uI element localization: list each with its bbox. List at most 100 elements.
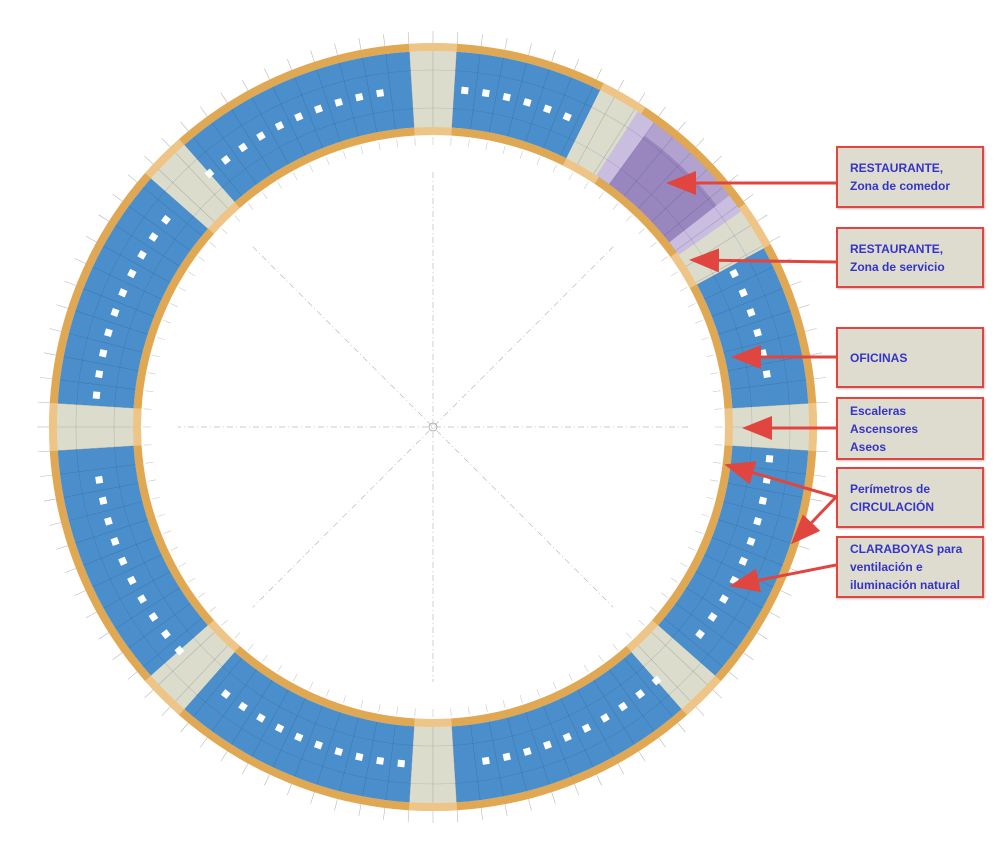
grid-tick [598, 192, 604, 200]
module-line [128, 603, 191, 649]
module-line [175, 645, 228, 702]
label-restaurante-servicio: RESTAURANTE, Zona de servicio [836, 227, 984, 288]
module-line [651, 632, 708, 685]
skylight [314, 104, 323, 114]
grid-tick [813, 474, 826, 477]
module-line [63, 356, 139, 372]
label-line: CLARABOYAS para [850, 542, 963, 556]
skylight [543, 104, 552, 114]
grid-tick [343, 151, 347, 159]
axis-line [252, 246, 614, 608]
grid-tick [816, 401, 829, 404]
module-line [272, 86, 306, 156]
grid-tick [396, 139, 398, 148]
grid-tick [456, 31, 459, 44]
grid-tick [220, 92, 228, 103]
module-line [638, 645, 691, 702]
grid-tick [769, 611, 781, 619]
grid-tick [144, 689, 154, 699]
skylight [174, 645, 185, 656]
module-line [211, 122, 257, 185]
grid-tick [712, 155, 722, 165]
skylight [98, 496, 108, 505]
grid-tick [127, 671, 138, 680]
label-oficinas: OFICINAS [836, 327, 984, 388]
label-nucleos: Escaleras Ascensores Aseos [836, 397, 984, 460]
grid-tick [360, 146, 364, 154]
module-line [623, 137, 673, 197]
grid-tick [650, 241, 657, 248]
grid-tick [695, 530, 703, 535]
module-line [507, 717, 527, 792]
module-line [451, 726, 457, 803]
grid-tick [358, 37, 362, 50]
module-line [593, 109, 635, 174]
grid-tick [161, 138, 171, 148]
grid-tick [209, 241, 216, 248]
grid-tick [658, 106, 667, 117]
module-line [507, 62, 527, 137]
module-line [675, 205, 738, 251]
module-line [577, 689, 615, 757]
skylight [220, 155, 231, 165]
grid-tick [221, 228, 228, 235]
module-line [488, 57, 504, 133]
grid-tick [112, 193, 123, 202]
grid-tick [677, 121, 686, 132]
module-line [59, 464, 136, 475]
grid-tick [85, 611, 97, 619]
skylight [522, 98, 532, 107]
skylight [502, 752, 511, 762]
grid-tick [798, 304, 810, 309]
grid-tick [574, 783, 580, 796]
grid-tick [37, 401, 50, 404]
skylight [481, 756, 490, 765]
grid-tick [178, 562, 187, 567]
module-line [339, 62, 359, 137]
grid-tick [414, 137, 416, 146]
skylight [376, 89, 385, 98]
module-line [409, 726, 415, 803]
grid-tick [528, 43, 532, 56]
skylight [118, 288, 128, 298]
module-line [115, 587, 180, 629]
skylight [562, 112, 572, 122]
grid-tick [98, 632, 109, 640]
module-line [83, 537, 155, 566]
grid-tick [241, 79, 249, 91]
grid-tick [187, 271, 196, 277]
grid-tick [638, 228, 645, 235]
module-line [385, 53, 396, 130]
module-line [316, 69, 341, 142]
grid-tick [414, 708, 416, 717]
module-line [543, 705, 572, 777]
grid-tick [293, 172, 298, 181]
grid-tick [127, 174, 138, 183]
label-line: Aseos [850, 439, 887, 454]
module-line [609, 122, 655, 185]
grid-tick [74, 258, 86, 264]
module-line [272, 698, 306, 768]
grid-tick [143, 444, 152, 446]
grid-tick [383, 807, 386, 820]
module-line [451, 51, 457, 128]
module-line [316, 712, 341, 785]
grid-tick [789, 280, 802, 286]
grid-tick [679, 562, 688, 567]
grid-tick [334, 798, 338, 811]
skylight [204, 168, 215, 179]
skylight [738, 556, 748, 566]
callout-arrow [689, 248, 837, 273]
module-line [75, 310, 148, 335]
module-line [231, 109, 273, 174]
module-line [362, 57, 378, 133]
grid-tick [712, 689, 722, 699]
skylight [746, 308, 756, 317]
grid-tick [277, 181, 283, 190]
grid-tick [180, 121, 189, 132]
skylight [562, 732, 572, 742]
grid-tick [706, 354, 714, 358]
grid-tick [170, 546, 178, 551]
module-line [723, 501, 798, 521]
grid-tick [234, 215, 241, 222]
